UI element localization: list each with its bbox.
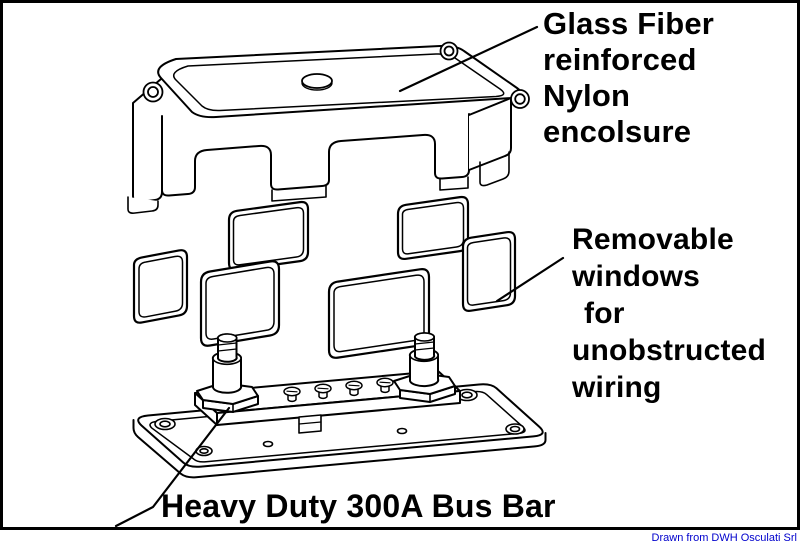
leader-line-windows xyxy=(495,256,565,303)
label-windows-line: wiring xyxy=(572,371,662,404)
leader-line-enclosure xyxy=(398,25,539,93)
label-busbar: Heavy Duty 300A Bus Bar xyxy=(161,488,556,525)
label-busbar-text: Heavy Duty 300A Bus Bar xyxy=(161,488,556,524)
label-enclosure-line: Nylon xyxy=(543,78,631,113)
mounting-hole xyxy=(154,388,525,457)
window-panel xyxy=(461,230,517,312)
bus-bar-stud-left xyxy=(196,333,259,413)
leader-line-busbar xyxy=(114,406,231,528)
label-enclosure-line: Glass Fiber xyxy=(543,6,715,41)
window-panel xyxy=(132,249,189,324)
bus-bar-drawing xyxy=(132,332,547,479)
window-panel xyxy=(227,200,310,272)
window-panel xyxy=(199,260,281,347)
label-windows: Removable windows for unobstructed wirin… xyxy=(572,221,766,406)
label-enclosure: Glass Fiber reinforced Nylon encolsure xyxy=(543,6,714,150)
removable-windows-drawing xyxy=(132,195,517,359)
credit-text: Drawn from DWH Osculati Srl xyxy=(651,532,797,544)
label-windows-line: windows xyxy=(572,260,701,293)
terminal-screw xyxy=(283,377,394,403)
label-windows-line: Removable xyxy=(572,223,734,256)
cover-corner-bolt xyxy=(142,41,530,109)
window-panel xyxy=(396,195,470,261)
label-enclosure-line: encolsure xyxy=(543,114,692,149)
enclosure-cover-drawing xyxy=(127,41,530,214)
label-windows-line: for xyxy=(584,297,625,330)
label-windows-line: unobstructed xyxy=(572,334,767,367)
label-enclosure-line: reinforced xyxy=(543,42,697,77)
bus-bar-stud-right xyxy=(393,332,456,403)
